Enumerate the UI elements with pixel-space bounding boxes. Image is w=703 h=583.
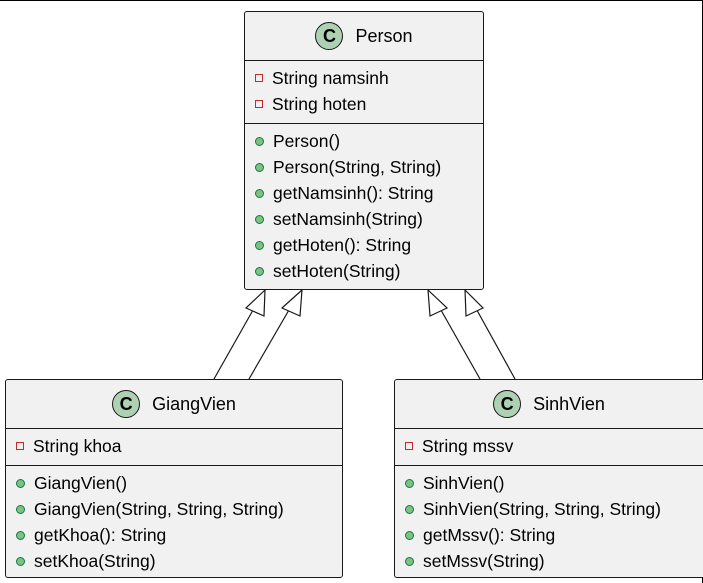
method-text: setKhoa(String): [34, 550, 156, 571]
class-giangvien-header: C GiangVien: [6, 380, 342, 429]
method-text: Person(): [273, 130, 341, 151]
method-row: setKhoa(String): [6, 548, 342, 574]
method-row: Person(String, String): [245, 154, 483, 180]
frame-top-edge: [0, 0, 703, 1]
class-c-icon: C: [493, 390, 522, 418]
inheritance-arrowhead-sinhvien-1: [427, 288, 449, 317]
private-visibility-icon: [255, 100, 263, 108]
class-sinhvien-name: SinhVien: [533, 393, 605, 414]
method-text: SinhVien(String, String, String): [423, 498, 661, 519]
class-person-fields: String namsinh String hoten: [245, 61, 483, 124]
field-text: String namsinh: [272, 67, 389, 88]
class-giangvien[interactable]: C GiangVien String khoa GiangVien() Gian…: [5, 379, 343, 578]
method-text: setNamsinh(String): [273, 208, 423, 229]
inheritance-arrowhead-giangvien-2: [280, 288, 303, 317]
public-visibility-icon: [255, 162, 264, 172]
public-visibility-icon: [16, 530, 25, 540]
method-row: SinhVien(String, String, String): [395, 496, 703, 522]
field-text: String khoa: [33, 435, 122, 456]
method-row: getMssv(): String: [395, 522, 703, 548]
class-person-methods: Person() Person(String, String) getNamsi…: [245, 124, 483, 284]
public-visibility-icon: [255, 188, 264, 198]
public-visibility-icon: [405, 556, 414, 566]
method-row: SinhVien(): [395, 470, 703, 496]
method-row: getNamsinh(): String: [245, 180, 483, 206]
inheritance-line-sinhvien-1: [436, 302, 481, 380]
inheritance-arrowhead-giangvien-1: [244, 288, 266, 317]
class-person[interactable]: C Person String namsinh String hoten Per…: [244, 11, 484, 290]
class-giangvien-fields: String khoa: [6, 429, 342, 466]
method-text: getMssv(): String: [423, 524, 556, 545]
field-text: String mssv: [422, 435, 514, 456]
method-text: GiangVien(String, String, String): [34, 498, 284, 519]
class-person-name: Person: [355, 25, 413, 46]
method-row: setNamsinh(String): [245, 206, 483, 232]
class-giangvien-name: GiangVien: [152, 393, 236, 414]
field-row: String hoten: [245, 91, 483, 117]
method-text: getHoten(): String: [273, 234, 412, 255]
method-text: Person(String, String): [273, 156, 442, 177]
method-text: getNamsinh(): String: [273, 182, 434, 203]
public-visibility-icon: [405, 504, 414, 514]
method-text: SinhVien(): [423, 472, 505, 493]
private-visibility-icon: [405, 442, 413, 450]
class-c-icon: C: [112, 390, 141, 418]
method-row: setHoten(String): [245, 258, 483, 284]
class-sinhvien-header: C SinhVien: [395, 380, 703, 429]
public-visibility-icon: [255, 214, 264, 224]
method-row: GiangVien(): [6, 470, 342, 496]
class-c-icon: C: [315, 22, 344, 50]
public-visibility-icon: [16, 478, 25, 488]
inheritance-line-sinhvien-2: [472, 302, 516, 380]
method-text: getKhoa(): String: [34, 524, 167, 545]
public-visibility-icon: [255, 240, 264, 250]
inheritance-arrowhead-sinhvien-2: [464, 288, 485, 317]
public-visibility-icon: [405, 530, 414, 540]
method-row: GiangVien(String, String, String): [6, 496, 342, 522]
field-row: String mssv: [395, 433, 703, 459]
method-row: setMssv(String): [395, 548, 703, 574]
inheritance-line-giangvien-1: [213, 302, 258, 380]
class-giangvien-methods: GiangVien() GiangVien(String, String, St…: [6, 466, 342, 574]
public-visibility-icon: [16, 556, 25, 566]
method-row: getHoten(): String: [245, 232, 483, 258]
class-person-header: C Person: [245, 12, 483, 61]
method-text: setMssv(String): [423, 550, 545, 571]
method-text: setHoten(String): [273, 260, 401, 281]
public-visibility-icon: [16, 504, 25, 514]
public-visibility-icon: [255, 266, 264, 276]
public-visibility-icon: [405, 478, 414, 488]
class-sinhvien-methods: SinhVien() SinhVien(String, String, Stri…: [395, 466, 703, 574]
public-visibility-icon: [255, 136, 264, 146]
class-sinhvien-fields: String mssv: [395, 429, 703, 466]
class-sinhvien[interactable]: C SinhVien String mssv SinhVien() SinhVi…: [394, 379, 703, 578]
inheritance-line-giangvien-2: [248, 302, 294, 380]
field-row: String khoa: [6, 433, 342, 459]
method-text: GiangVien(): [34, 472, 128, 493]
private-visibility-icon: [255, 74, 263, 82]
method-row: getKhoa(): String: [6, 522, 342, 548]
field-text: String hoten: [272, 93, 367, 114]
field-row: String namsinh: [245, 65, 483, 91]
method-row: Person(): [245, 128, 483, 154]
private-visibility-icon: [16, 442, 24, 450]
